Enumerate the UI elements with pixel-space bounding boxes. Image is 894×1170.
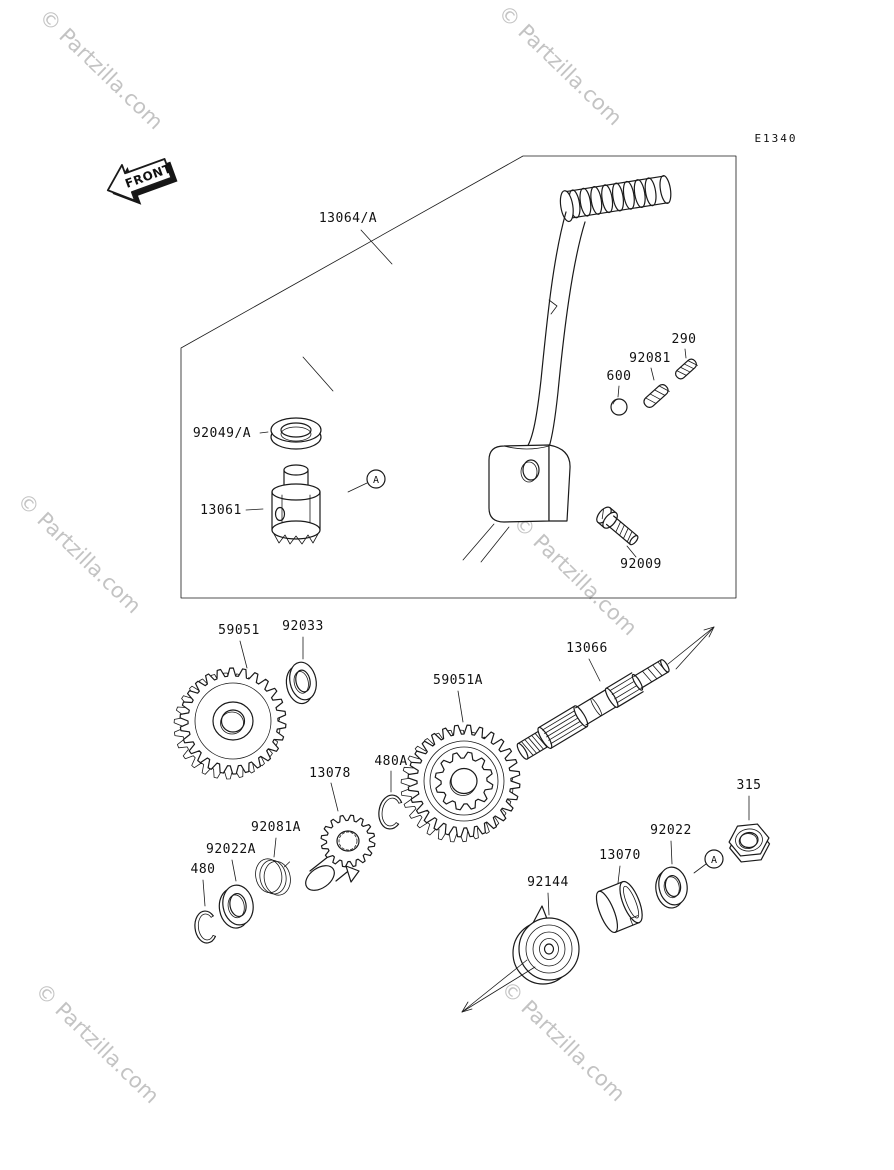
watermark: © Partzilla.com [13,488,146,618]
axis-arrow-upper [667,626,715,670]
part-label-480[interactable]: 480 [191,862,216,877]
part-label-13066[interactable]: 13066 [566,641,608,656]
kick-pedal-boss [462,444,571,563]
part-label-92144[interactable]: 92144 [527,875,569,890]
part-label-92033[interactable]: 92033 [282,619,324,634]
ratchet-13061 [271,464,321,545]
part-label-92009[interactable]: 92009 [620,557,662,572]
watermark: © Partzilla.com [497,976,630,1106]
part-label-13070[interactable]: 13070 [599,848,641,863]
watermark: © Partzilla.com [31,978,164,1108]
assembly-box-outline [180,155,737,599]
kick-pedal-grip [559,175,672,223]
circlip-480 [194,910,217,944]
axis-arrow-lower [461,959,536,1013]
washer-92022a [218,884,254,929]
spring-holder-92144 [512,905,580,985]
kick-pedal-arm [526,211,586,448]
gear-13078 [305,814,376,891]
part-label-13064[interactable]: 13064/A [319,211,377,226]
spring-92081 [643,384,670,408]
part-label-92081[interactable]: 92081 [629,351,671,366]
collar-13070 [595,880,643,934]
part-label-59051a[interactable]: 59051A [433,673,483,688]
watermark: © Partzilla.com [494,0,627,130]
part-label-92081a[interactable]: 92081A [251,820,301,835]
nut-315 [728,823,771,863]
detail-marker-a-upper-label: A [373,475,379,486]
circlip-480a [378,794,403,830]
gear-59051a [400,724,521,843]
washer-92033 [285,661,317,705]
part-label-92022a[interactable]: 92022A [206,842,256,857]
front-arrow: FRONT [106,158,178,205]
part-label-480a[interactable]: 480A [374,754,407,769]
washer-92022 [655,866,688,909]
bolt-92009 [596,506,639,546]
part-label-600[interactable]: 600 [607,369,632,384]
washer-92049 [270,417,322,450]
part-label-13078[interactable]: 13078 [309,766,351,781]
diagram-code: E1340 [754,132,797,145]
watermark: © Partzilla.com [35,4,168,134]
part-label-59051[interactable]: 59051 [218,623,260,638]
part-label-290[interactable]: 290 [672,332,697,347]
spring-290 [674,358,698,380]
part-label-315[interactable]: 315 [737,778,762,793]
part-label-92049[interactable]: 92049/A [193,426,251,441]
detail-marker-a-lower-label: A [711,855,717,866]
detail-marker-a-lower: A [704,849,724,869]
part-label-92022[interactable]: 92022 [650,823,692,838]
front-arrow-body [106,158,173,202]
spring-92081a [255,858,291,896]
ball-600 [610,398,628,416]
gear-59051 [173,667,287,780]
part-label-13061[interactable]: 13061 [200,503,242,518]
shaft-13066 [516,659,670,760]
detail-marker-a-upper: A [366,469,386,489]
leader-lines [202,229,750,916]
